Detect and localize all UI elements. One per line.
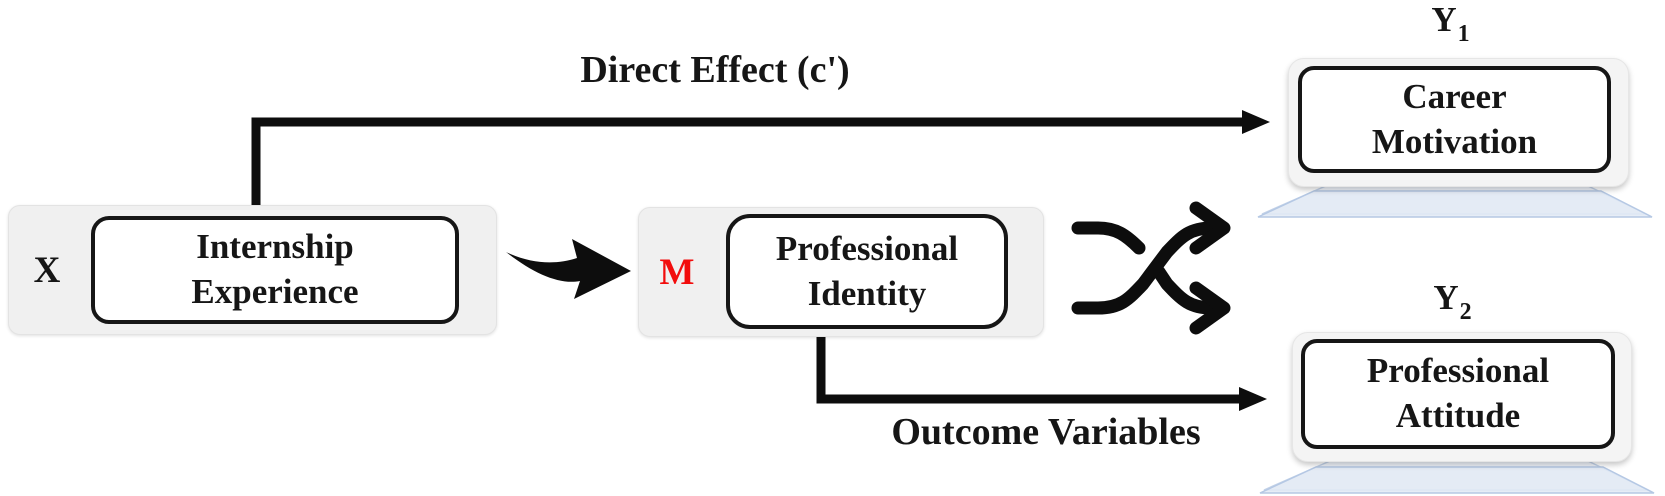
outcome-variables-label: Outcome Variables — [891, 411, 1201, 453]
mediator-group: M Professional Identity — [638, 207, 1044, 337]
outcome-arrowhead — [1239, 387, 1267, 411]
direct-effect-label: Direct Effect (c') — [580, 49, 850, 91]
node-text-line: Experience — [191, 272, 359, 311]
node-text-line: Professional — [775, 228, 959, 268]
y2-label-subscript: 2 — [1459, 299, 1472, 325]
node-text-line: Internship — [196, 227, 354, 267]
shuffle-icon — [1071, 201, 1231, 335]
y1-label: Y1 — [1395, 0, 1505, 47]
y2-label: Y2 — [1397, 278, 1507, 325]
direct-effect-arrow — [251, 110, 1270, 206]
curved-arrow-icon — [506, 239, 631, 299]
career-motivation-box: Career Motivation — [1298, 66, 1611, 173]
y2-platform-3d — [1259, 460, 1655, 494]
internship-experience-box: Internship Experience — [91, 216, 459, 324]
y2-card: Professional Attitude — [1292, 332, 1632, 462]
m-tag: M — [659, 251, 695, 293]
x-tag: X — [33, 249, 61, 291]
y1-card: Career Motivation — [1288, 58, 1629, 187]
direct-effect-arrowhead — [1242, 110, 1270, 134]
professional-attitude-box: Professional Attitude — [1301, 339, 1615, 449]
y1-label-subscript: 1 — [1457, 21, 1470, 47]
outcome-arrow — [816, 329, 1267, 411]
y1-label-letter: Y — [1431, 0, 1457, 39]
y1-platform-3d — [1257, 184, 1653, 218]
node-text-line: Professional — [1366, 351, 1550, 391]
node-text-line: Motivation — [1371, 121, 1538, 161]
node-text-line: Career — [1402, 76, 1507, 116]
node-text-line: Attitude — [1395, 396, 1521, 435]
x-variable-group: X Internship Experience — [8, 205, 497, 335]
node-text-line: Identity — [807, 273, 927, 313]
y2-label-letter: Y — [1433, 278, 1459, 317]
professional-identity-box: Professional Identity — [726, 214, 1008, 329]
